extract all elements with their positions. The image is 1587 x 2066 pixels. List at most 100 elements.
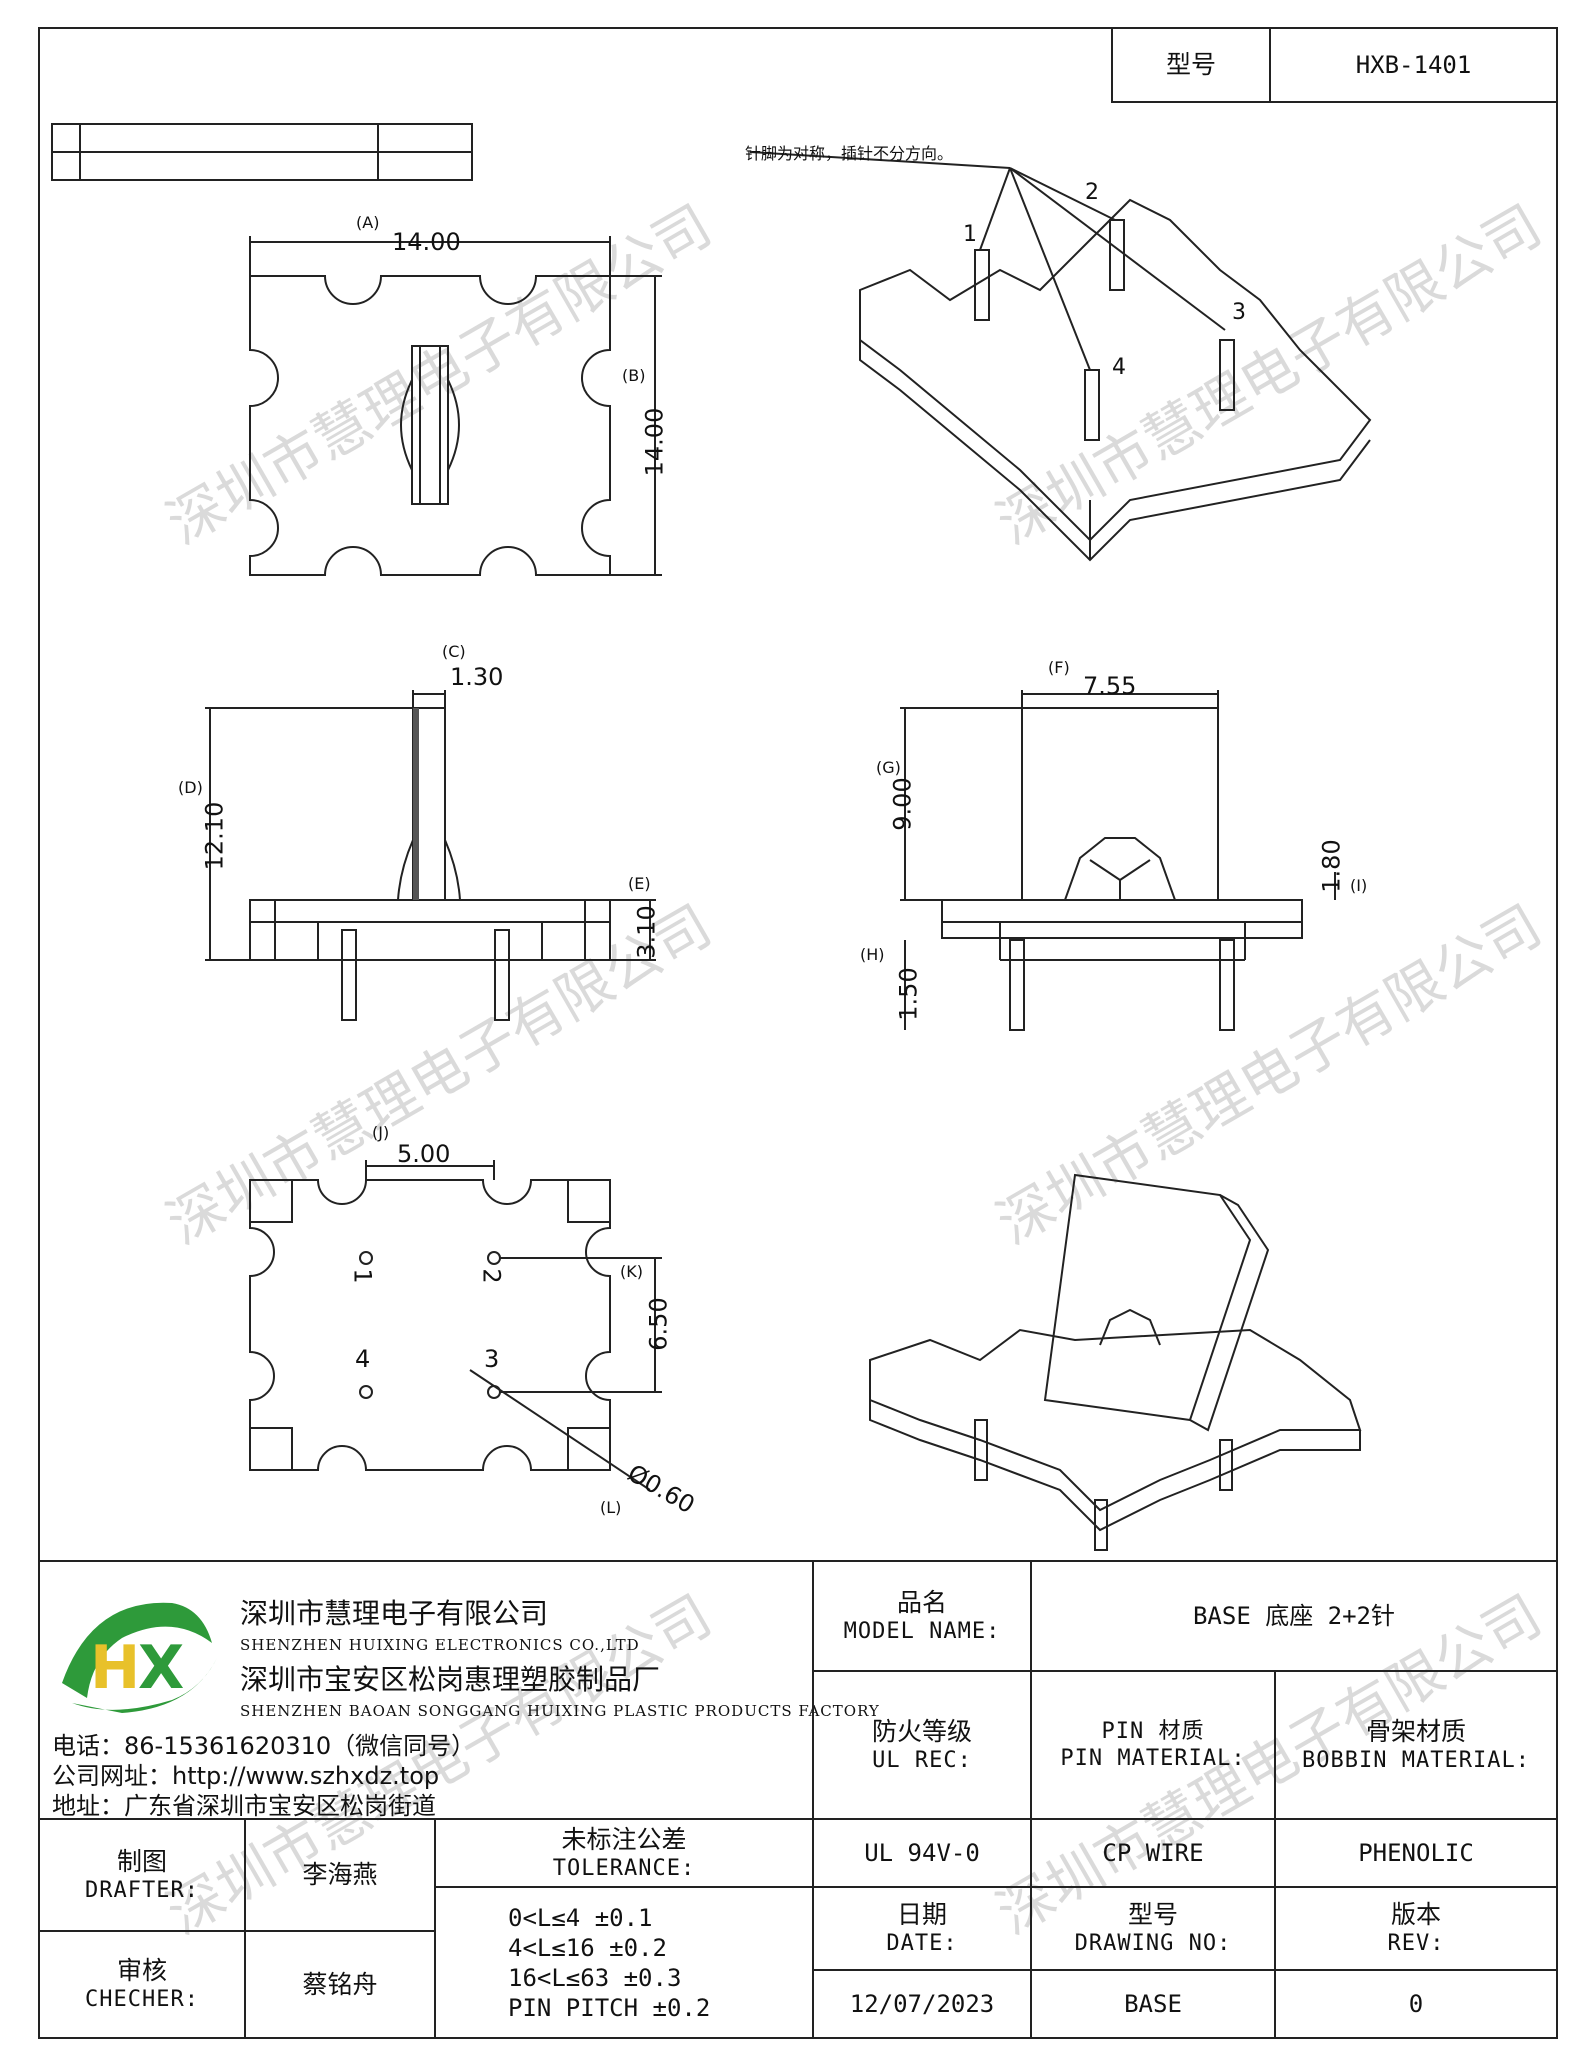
drawing-no-value-cell: BASE <box>1030 1969 1276 2039</box>
checker-en: CHECHER: <box>85 1987 199 2013</box>
bobbin-material-cn: 骨架材质 <box>1365 1716 1466 1746</box>
bobbin-material-value: PHENOLIC <box>1358 1839 1474 1867</box>
ul-rec-cn: 防火等级 <box>871 1716 972 1746</box>
tolerance-en: TOLERANCE: <box>552 1855 696 1881</box>
pin-label-1: 1 <box>963 222 977 247</box>
title-block-top-border <box>38 1560 1558 1562</box>
bottom-pin-3: 3 <box>484 1345 500 1373</box>
dim-F-tag: (F) <box>1048 658 1070 677</box>
date-label-cell: 日期 DATE: <box>812 1886 1032 1971</box>
checker-value: 蔡铭舟 <box>302 1969 378 1999</box>
dim-D-tag: (D) <box>178 778 203 797</box>
tolerance-line: PIN PITCH ±0.2 <box>508 1993 711 2022</box>
dim-L-tag: (L) <box>600 1498 622 1517</box>
bottom-pin-2: 2 <box>477 1268 506 1284</box>
dim-H-tag: (H) <box>860 945 885 964</box>
company-phone: 电话：86-15361620310（微信同号） <box>52 1732 476 1760</box>
checker-value-cell: 蔡铭舟 <box>244 1930 436 2039</box>
checker-cn: 审核 <box>116 1956 167 1986</box>
dim-J-tag: (J) <box>372 1123 390 1142</box>
model-name-value: BASE 底座 2+2针 <box>1192 1602 1396 1630</box>
technical-drawing <box>51 123 1372 1551</box>
dim-C-value: 1.30 <box>450 663 504 691</box>
bobbin-material-label-cell: 骨架材质 BOBBIN MATERIAL: <box>1274 1670 1558 1820</box>
tolerance-line: 16<L≤63 ±0.3 <box>508 1963 682 1992</box>
dim-I-value: 1.80 <box>1317 839 1346 893</box>
date-en: DATE: <box>886 1931 958 1957</box>
tolerance-values-cell: 0<L≤4 ±0.1 4<L≤16 ±0.2 16<L≤63 ±0.3 PIN … <box>434 1886 814 2039</box>
pin-symmetry-note: 针脚为对称，插针不分方向。 <box>745 144 954 163</box>
drafter-value-cell: 李海燕 <box>244 1818 436 1932</box>
ul-rec-value-cell: UL 94V-0 <box>812 1818 1032 1888</box>
dim-E-tag: (E) <box>628 874 651 893</box>
model-label: 型号 <box>1165 50 1216 80</box>
tolerance-line: 0<L≤4 ±0.1 <box>508 1903 653 1932</box>
checker-label-cell: 审核 CHECHER: <box>38 1930 246 2039</box>
tolerance-label-cell: 未标注公差 TOLERANCE: <box>434 1818 814 1888</box>
dim-B-tag: (B) <box>622 366 646 385</box>
model-value: HXB-1401 <box>1355 51 1472 79</box>
svg-text:X: X <box>138 1633 184 1703</box>
factory-name-en: SHENZHEN BAOAN SONGGANG HUIXING PLASTIC … <box>240 1702 880 1720</box>
model-value-cell: HXB-1401 <box>1269 27 1558 103</box>
model-name-value-cell: BASE 底座 2+2针 <box>1030 1560 1558 1672</box>
drawing-no-value: BASE <box>1124 1990 1182 2018</box>
tolerance-line: 4<L≤16 ±0.2 <box>508 1933 667 1962</box>
rev-label-cell: 版本 REV: <box>1274 1886 1558 1971</box>
dim-H-value: 1.50 <box>894 967 923 1021</box>
bobbin-material-en: BOBBIN MATERIAL: <box>1302 1747 1530 1773</box>
factory-name-cn: 深圳市宝安区松岗惠理塑胶制品厂 <box>240 1663 661 1696</box>
date-cn: 日期 <box>896 1900 947 1930</box>
drafter-value: 李海燕 <box>302 1860 378 1890</box>
dim-E-value: 3.10 <box>632 905 661 959</box>
model-name-en: MODEL NAME: <box>843 1618 1001 1644</box>
date-value-cell: 12/07/2023 <box>812 1969 1032 2039</box>
pin-material-value-cell: CP WIRE <box>1030 1818 1276 1888</box>
drafter-cn: 制图 <box>116 1846 167 1876</box>
dim-F-value: 7.55 <box>1083 672 1137 700</box>
svg-text:H: H <box>90 1633 140 1703</box>
company-website: 公司网址：http://www.szhxdz.top <box>52 1762 440 1790</box>
company-name-cn: 深圳市慧理电子有限公司 <box>240 1597 549 1630</box>
drafter-en: DRAFTER: <box>85 1877 199 1903</box>
company-logo: H X <box>62 1602 217 1713</box>
pin-material-value: CP WIRE <box>1102 1839 1204 1867</box>
bottom-pin-4: 4 <box>355 1345 371 1373</box>
ul-rec-label-cell: 防火等级 UL REC: <box>812 1670 1032 1820</box>
pin-material-label-cell: PIN 材质 PIN MATERIAL: <box>1030 1670 1276 1820</box>
dim-A-tag: (A) <box>356 213 380 232</box>
drafter-label-cell: 制图 DRAFTER: <box>38 1818 246 1932</box>
drawing-no-label-cell: 型号 DRAWING NO: <box>1030 1886 1276 1971</box>
ul-rec-en: UL REC: <box>872 1747 972 1773</box>
drawing-no-en: DRAWING NO: <box>1074 1931 1232 1957</box>
dim-A-value: 14.00 <box>392 228 461 256</box>
rev-en: REV: <box>1387 1931 1445 1957</box>
pin-label-4: 4 <box>1112 355 1126 380</box>
pin-label-3: 3 <box>1232 300 1246 325</box>
company-name-en: SHENZHEN HUIXING ELECTRONICS CO.,LTD <box>240 1636 640 1654</box>
dim-G-value: 9.00 <box>888 777 917 831</box>
rev-cn: 版本 <box>1390 1900 1441 1930</box>
dim-I-tag: (I) <box>1350 876 1368 895</box>
model-name-cn: 品名 <box>896 1587 947 1617</box>
company-address: 地址：广东省深圳市宝安区松岗街道 <box>52 1792 436 1820</box>
bobbin-material-value-cell: PHENOLIC <box>1274 1818 1558 1888</box>
model-name-label-cell: 品名 MODEL NAME: <box>812 1560 1032 1672</box>
tolerance-cn: 未标注公差 <box>561 1824 687 1854</box>
dim-D-value: 12.10 <box>200 801 229 871</box>
date-value: 12/07/2023 <box>849 1990 995 2018</box>
dim-J-value: 5.00 <box>397 1140 451 1168</box>
rev-value-cell: 0 <box>1274 1969 1558 2039</box>
pin-material-cn: PIN 材质 <box>1101 1718 1205 1744</box>
bottom-pin-1: 1 <box>348 1268 377 1284</box>
rev-value: 0 <box>1408 1990 1424 2018</box>
pin-label-2: 2 <box>1085 180 1099 205</box>
dim-G-tag: (G) <box>876 758 901 777</box>
drawing-no-cn: 型号 <box>1127 1900 1178 1930</box>
dim-K-tag: (K) <box>620 1262 643 1281</box>
pin-material-en: PIN MATERIAL: <box>1060 1746 1246 1771</box>
dim-K-value: 6.50 <box>644 1297 673 1351</box>
dim-B-value: 14.00 <box>640 407 669 477</box>
dim-C-tag: (C) <box>442 642 466 661</box>
ul-rec-value: UL 94V-0 <box>864 1839 980 1867</box>
